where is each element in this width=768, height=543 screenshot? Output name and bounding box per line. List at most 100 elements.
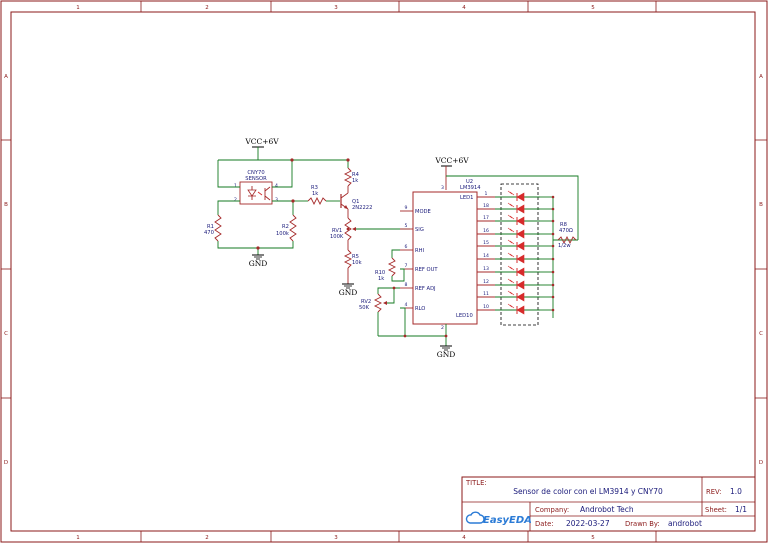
rv1-ref: RV1 — [332, 228, 342, 234]
gnd-label: GND — [339, 288, 358, 297]
gnd-symbol-1 — [252, 254, 264, 260]
led-bar[interactable] — [495, 190, 555, 315]
gnd-label: GND — [437, 350, 456, 359]
title-block: TITLE: Sensor de color con el LM3914 y C… — [461, 476, 756, 532]
cny70-sensor[interactable]: CNY70 SENSOR 1 2 3 4 — [234, 170, 278, 205]
led-segment[interactable] — [495, 227, 555, 239]
vcc-left[interactable]: VCC+6V — [244, 137, 279, 160]
r10-value: 1k — [378, 276, 384, 282]
company-value: Androbot Tech — [580, 505, 634, 514]
ic-pin-number: 9 — [405, 205, 408, 211]
sensor-name: CNY70 — [247, 170, 264, 176]
rv2-value: 50K — [359, 305, 370, 311]
resistor-r10[interactable]: R10 1k — [375, 249, 405, 282]
q1-ref: Q1 — [352, 199, 359, 205]
ic-led-last: LED10 — [456, 313, 473, 319]
sensor-pin: 4 — [275, 183, 278, 189]
col-label: 4 — [462, 5, 466, 11]
col-label: 5 — [591, 5, 595, 11]
logo-text: EasyEDA — [483, 515, 532, 526]
col-label: 1 — [76, 5, 80, 11]
ic-pin-name: RLO — [415, 306, 425, 312]
ic-pin-name: MODE — [415, 209, 431, 215]
ic-pin-number: 14 — [483, 253, 489, 259]
ic-pin-number: 18 — [483, 203, 489, 209]
r2-ref: R2 — [282, 224, 289, 230]
date-value: 2022-03-27 — [566, 519, 610, 528]
potentiometer-rv1[interactable]: RV1 100K — [330, 217, 410, 241]
vcc-right[interactable]: VCC+6V — [434, 156, 469, 190]
resistor-r8[interactable]: R8 470Ω 1/2w — [557, 222, 579, 249]
led-segment[interactable] — [495, 303, 555, 315]
ic-pin-name: RHI — [415, 248, 425, 254]
ic-pin-number: 10 — [483, 304, 489, 310]
ic-pin-number: 12 — [483, 279, 489, 285]
row-label: D — [4, 460, 8, 466]
gnd-symbol-3 — [440, 345, 452, 351]
row-label: B — [4, 202, 8, 208]
ic-pin-number: 4 — [405, 302, 408, 308]
row-label: A — [759, 74, 763, 80]
r8-value: 470Ω — [559, 228, 573, 234]
r1-ref: R1 — [207, 224, 214, 230]
r8-ref: R8 — [560, 222, 567, 228]
junction — [392, 286, 396, 290]
led-segment[interactable] — [495, 265, 555, 277]
col-label: 3 — [334, 535, 338, 541]
sheet-label: Sheet: — [705, 506, 727, 514]
gnd-label: GND — [249, 259, 268, 268]
sensor-wires — [217, 159, 348, 255]
resistor-r3[interactable]: R3 1k — [307, 185, 340, 206]
row-label: C — [4, 331, 8, 337]
ic-pin-name: SIG — [415, 227, 424, 233]
junction — [444, 334, 448, 338]
ic-led-first: LED1 — [460, 195, 473, 201]
row-label: B — [759, 202, 763, 208]
q1-value: 2N2222 — [352, 205, 372, 211]
led-segment[interactable] — [495, 278, 555, 290]
col-label: 4 — [462, 535, 466, 541]
ic-lm3914[interactable]: U2 LM3914 3 2 LED1 LED10 — [400, 179, 495, 331]
led-segment[interactable] — [495, 239, 555, 251]
r4-value: 1k — [352, 178, 358, 184]
resistor-r4[interactable]: R4 1k — [343, 160, 360, 193]
led-segment[interactable] — [495, 190, 555, 202]
resistor-r2[interactable]: R2 100k — [276, 214, 297, 242]
ic-pin-number: 1 — [485, 191, 488, 197]
r8-power: 1/2w — [558, 243, 571, 249]
gnd-symbol-2 — [342, 283, 354, 289]
transistor-q1[interactable]: Q1 2N2222 — [340, 192, 372, 218]
date-label: Date: — [535, 520, 554, 528]
col-label: 5 — [591, 535, 595, 541]
cloud-icon — [465, 511, 485, 524]
ic-pin-number: 13 — [483, 266, 489, 272]
led-segment[interactable] — [495, 290, 555, 302]
ic-pin-number: 6 — [405, 244, 408, 250]
led-segment[interactable] — [495, 252, 555, 264]
r3-value: 1k — [312, 191, 318, 197]
sheet-value: 1/1 — [735, 505, 747, 514]
ic-pin-number: 8 — [405, 282, 408, 288]
resistor-r5[interactable]: R5 10k — [343, 240, 362, 284]
ic-pin-number: 5 — [405, 223, 408, 229]
resistor-r1[interactable]: R1 470 — [204, 214, 222, 242]
sensor-pin: 2 — [234, 197, 237, 203]
title-label: TITLE: — [465, 479, 487, 487]
rv1-value: 100K — [330, 234, 344, 240]
junction — [256, 246, 260, 250]
led-segment[interactable] — [495, 214, 555, 226]
junction — [290, 158, 294, 162]
rev-label: REV: — [706, 488, 721, 496]
ground-wires — [377, 307, 447, 346]
col-label: 2 — [205, 535, 209, 541]
r2-value: 100k — [276, 231, 289, 237]
ic-pin-name: REF ADJ — [415, 286, 436, 292]
title-value: Sensor de color con el LM3914 y CNY70 — [513, 487, 663, 496]
junction — [403, 334, 407, 338]
ic-pin-number: 17 — [483, 215, 489, 221]
row-label: C — [759, 331, 763, 337]
led-segment[interactable] — [495, 202, 555, 214]
potentiometer-rv2[interactable]: RV2 50K — [359, 287, 400, 324]
